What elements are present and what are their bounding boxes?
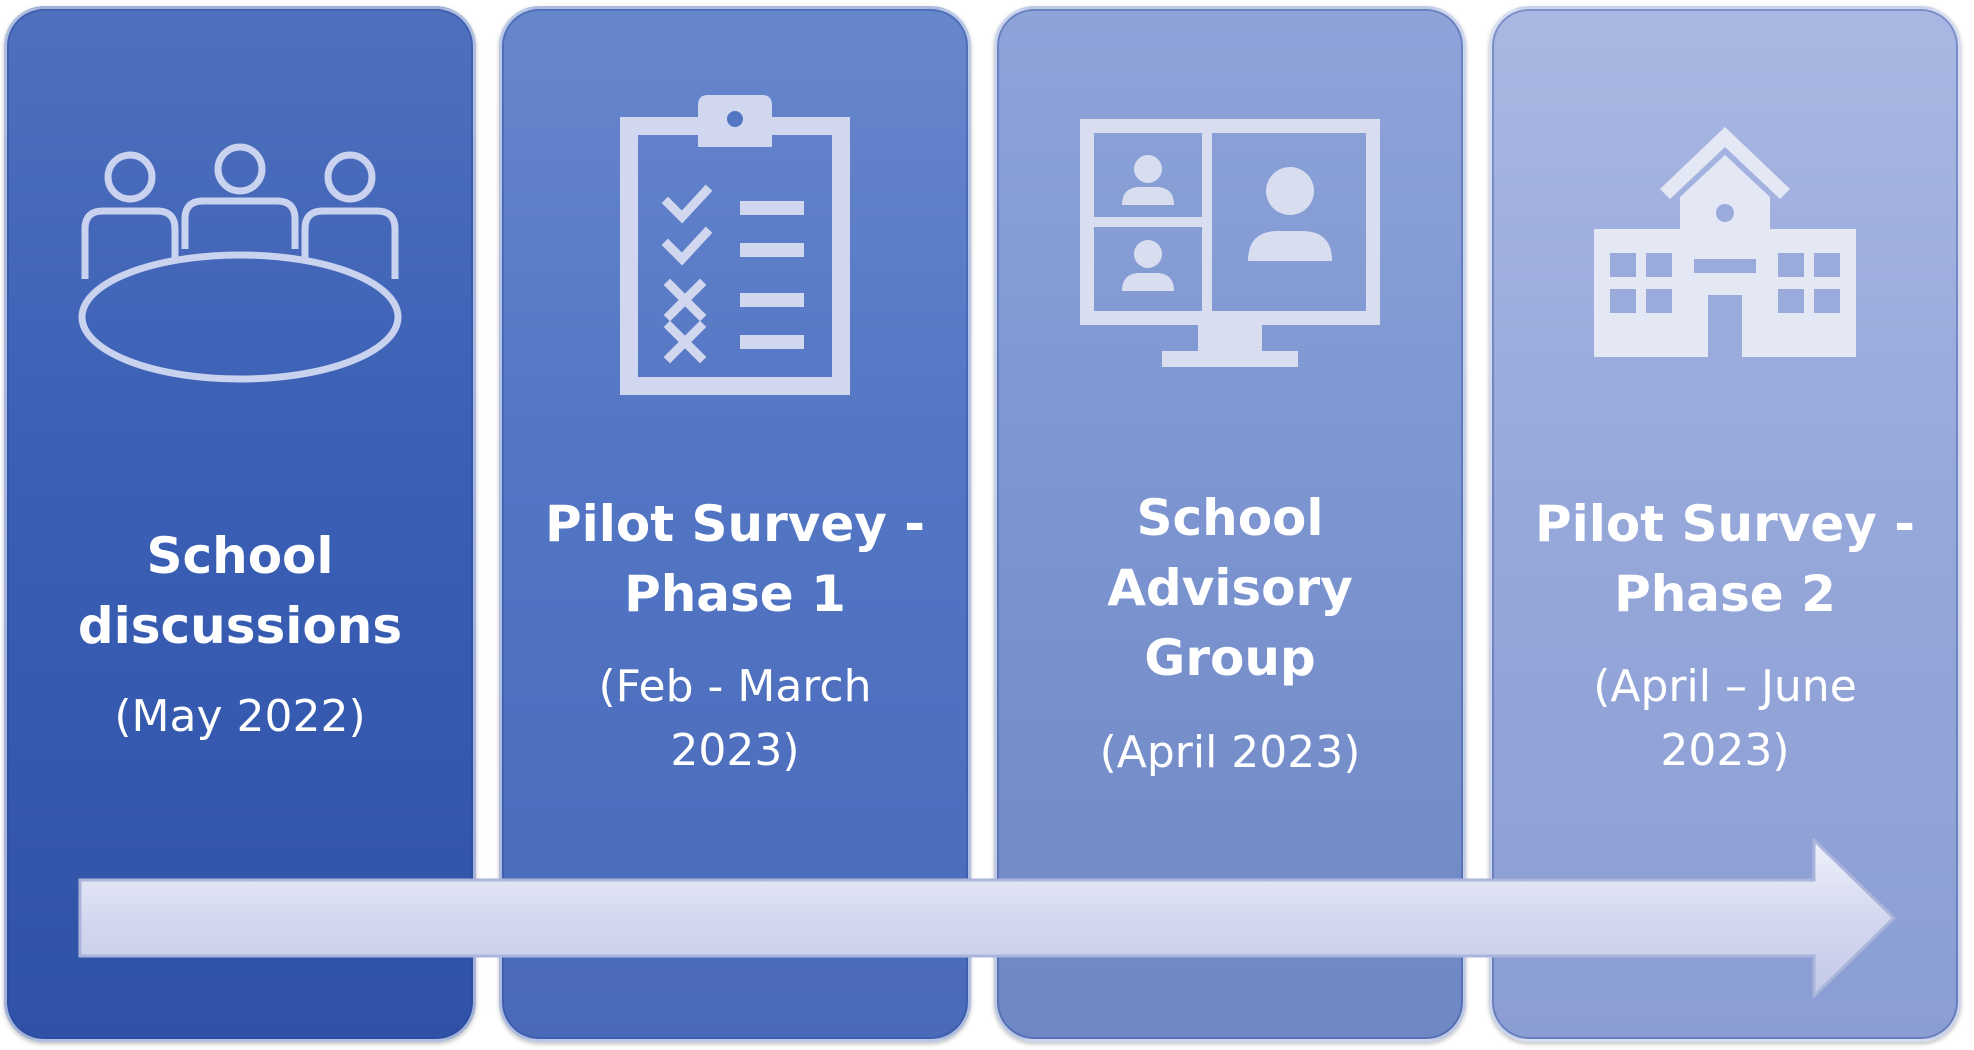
school-building-icon [1492,127,1958,357]
stage-panel-school-discussions: School discussions (May 2022) [4,6,476,1042]
stage-date: (Feb - March 2023) [598,661,872,776]
meeting-table-icon [7,139,473,389]
video-conference-icon [997,119,1463,379]
stage-title: School discussions [77,527,403,655]
stage-title: Pilot Survey - Phase 1 [544,495,926,623]
stage-date: (April – June 2023) [1593,661,1857,776]
stage-title: Pilot Survey - Phase 2 [1534,495,1916,623]
stage-panel-pilot-survey-phase-1: Pilot Survey - Phase 1 (Feb - March 2023… [499,6,971,1042]
stage-title: School Advisory Group [1107,489,1353,687]
stage-panel-pilot-survey-phase-2: Pilot Survey - Phase 2 (April – June 202… [1489,6,1961,1042]
stage-date: (May 2022) [114,691,366,742]
stage-panel-school-advisory-group: School Advisory Group (April 2023) [994,6,1466,1042]
clipboard-checklist-icon [502,95,968,395]
stage-date: (April 2023) [1099,727,1361,778]
